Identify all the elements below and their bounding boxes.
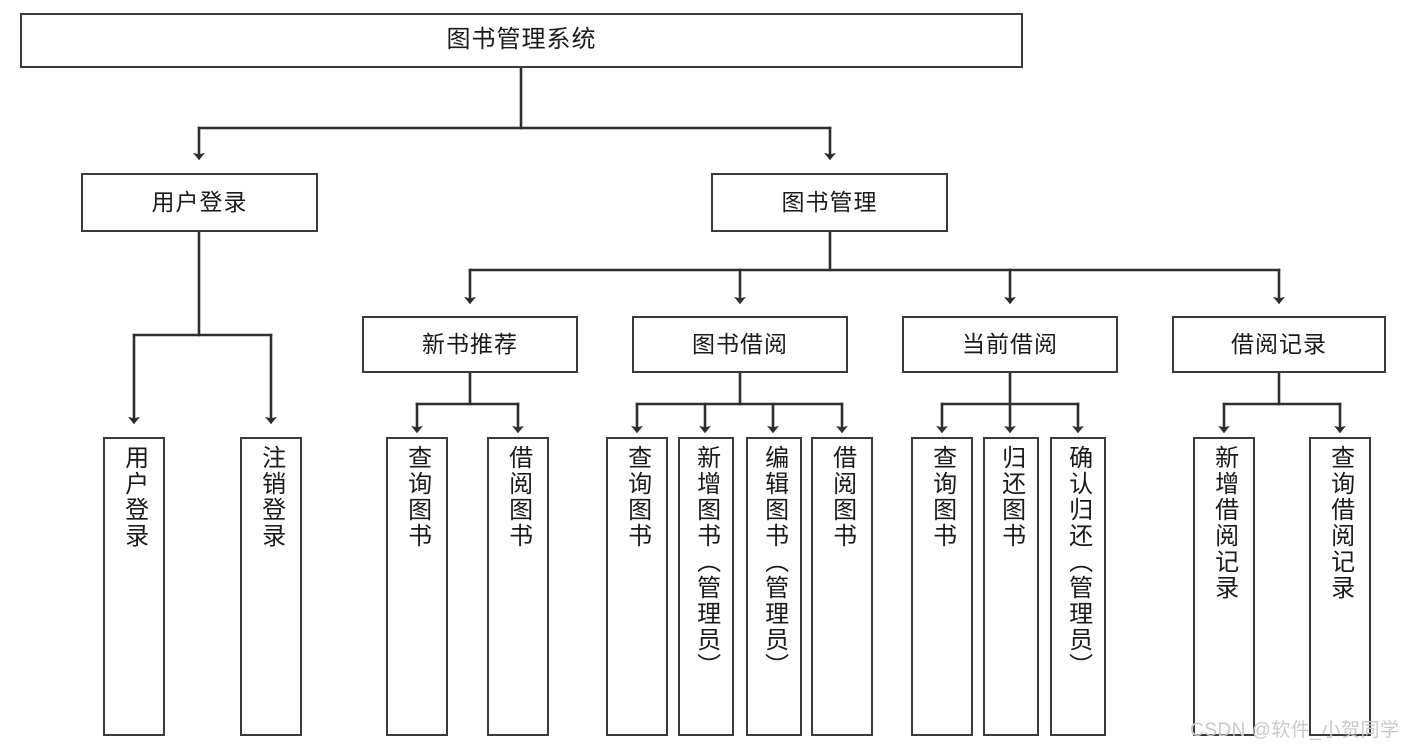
- node-book-management[interactable]: 图书管理: [711, 173, 948, 232]
- node-label: 新书推荐: [422, 330, 518, 357]
- node-label: 用户登录: [151, 188, 248, 215]
- node-new-book-recommendation[interactable]: 新书推荐: [362, 316, 578, 373]
- leaf-logout-login[interactable]: 注销登录: [240, 437, 302, 736]
- leaf-add-book-admin[interactable]: 新增图书（管理员）: [678, 437, 734, 736]
- leaf-return-book[interactable]: 归还图书: [983, 437, 1039, 736]
- node-label: 借阅记录: [1231, 330, 1327, 357]
- node-label: 图书管理系统: [446, 26, 597, 54]
- node-root-book-management-system[interactable]: 图书管理系统: [20, 13, 1023, 68]
- leaf-confirm-return-admin[interactable]: 确认归还（管理员）: [1050, 437, 1106, 736]
- node-label: 归还图书: [997, 445, 1025, 549]
- leaf-borrow-book-new-book-rec[interactable]: 借阅图书: [487, 437, 549, 736]
- node-label: 当前借阅: [962, 330, 1058, 357]
- node-label: 新增图书（管理员）: [692, 445, 720, 679]
- node-label: 图书管理: [781, 188, 878, 215]
- node-label: 用户登录: [120, 445, 148, 549]
- csdn-watermark: CSDN @软件_小贺同学: [1190, 720, 1400, 741]
- node-borrowing-record[interactable]: 借阅记录: [1172, 316, 1386, 373]
- node-label: 新增借阅记录: [1210, 445, 1238, 601]
- leaf-query-book-new-book-rec[interactable]: 查询图书: [386, 437, 448, 736]
- node-book-borrowing[interactable]: 图书借阅: [632, 316, 848, 373]
- leaf-query-book-book-borrow[interactable]: 查询图书: [606, 437, 668, 736]
- node-label: 借阅图书: [828, 445, 856, 549]
- leaf-add-borrow-record[interactable]: 新增借阅记录: [1193, 437, 1255, 736]
- node-label: 确认归还（管理员）: [1064, 445, 1092, 679]
- leaf-query-borrow-record[interactable]: 查询借阅记录: [1309, 437, 1371, 736]
- node-user-login[interactable]: 用户登录: [81, 173, 318, 232]
- node-label: 查询图书: [928, 445, 956, 549]
- node-label: 编辑图书（管理员）: [760, 445, 788, 679]
- node-label: 查询图书: [403, 445, 431, 549]
- node-label: 借阅图书: [504, 445, 532, 549]
- leaf-user-login[interactable]: 用户登录: [103, 437, 165, 736]
- node-label: 查询借阅记录: [1326, 445, 1354, 601]
- node-label: 查询图书: [623, 445, 651, 549]
- node-label: 注销登录: [257, 445, 285, 549]
- leaf-query-book-current-borrow[interactable]: 查询图书: [911, 437, 973, 736]
- leaf-edit-book-admin[interactable]: 编辑图书（管理员）: [746, 437, 802, 736]
- node-label: 图书借阅: [692, 330, 788, 357]
- leaf-borrow-book-book-borrow[interactable]: 借阅图书: [811, 437, 873, 736]
- node-current-borrowing[interactable]: 当前借阅: [902, 316, 1118, 373]
